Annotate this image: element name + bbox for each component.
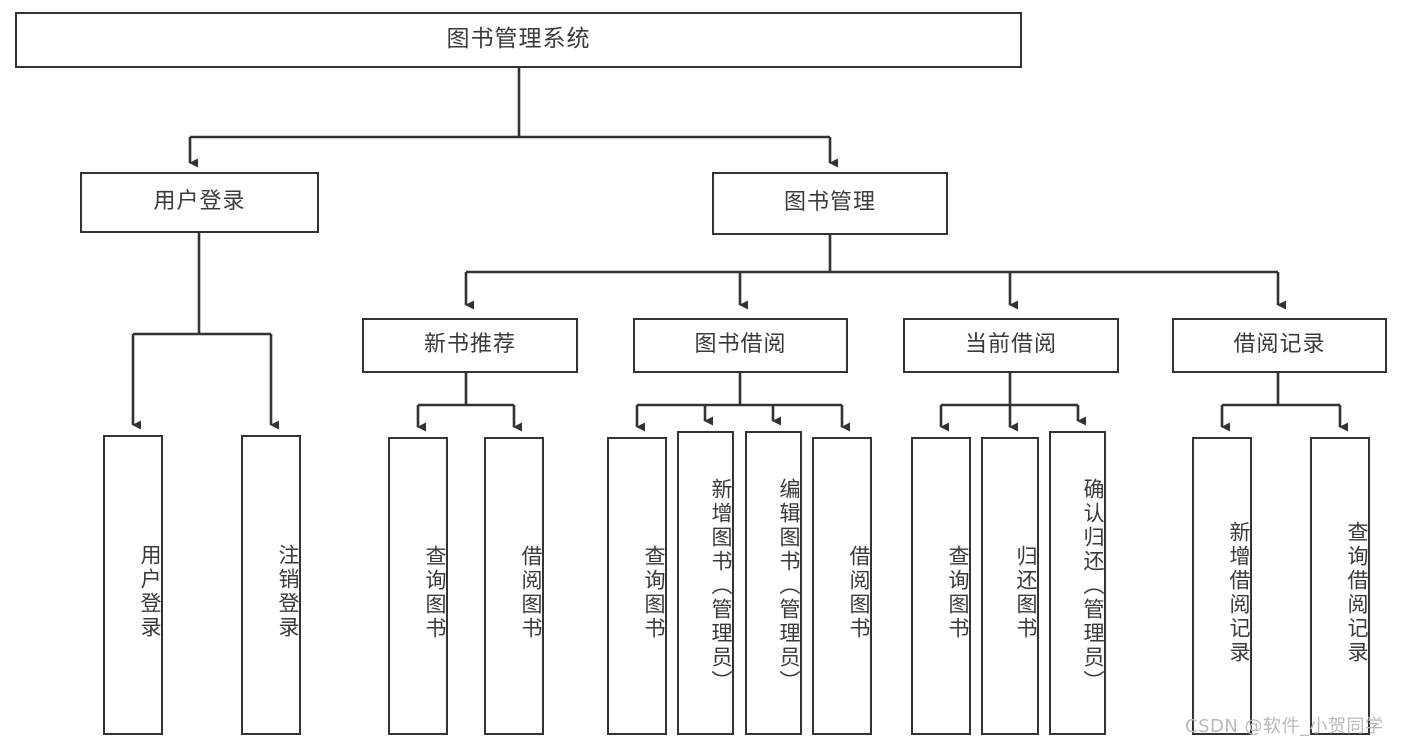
- leaf-current-return-book[interactable]: 归还图书: [981, 437, 1039, 735]
- node-label: 图书管理: [783, 190, 876, 216]
- leaf-borrow-query-book[interactable]: 查询图书: [607, 437, 667, 735]
- leaf-borrow-edit-book-admin[interactable]: 编辑图书（管理员）: [745, 431, 802, 735]
- node-user-login[interactable]: 用户登录: [80, 172, 319, 233]
- leaf-user-login[interactable]: 用户登录: [103, 435, 163, 735]
- node-label: 图书管理系统: [446, 26, 591, 53]
- node-label: 用户登录: [153, 189, 246, 215]
- node-book-borrow[interactable]: 图书借阅: [633, 318, 848, 373]
- node-borrow-records[interactable]: 借阅记录: [1172, 318, 1387, 373]
- leaf-newbooks-borrow-book[interactable]: 借阅图书: [484, 437, 544, 735]
- node-label: 归还图书: [1014, 545, 1038, 641]
- node-book-management[interactable]: 图书管理: [712, 172, 948, 235]
- node-label: 查询借阅记录: [1345, 521, 1369, 665]
- node-label: 编辑图书（管理员）: [777, 478, 801, 694]
- node-label: 借阅记录: [1233, 332, 1326, 358]
- node-root-system[interactable]: 图书管理系统: [15, 12, 1022, 68]
- node-label: 注销登录: [276, 544, 300, 640]
- node-label: 借阅图书: [519, 545, 543, 641]
- node-label: 借阅图书: [847, 545, 871, 641]
- node-label: 查询图书: [423, 545, 447, 641]
- node-label: 确认归还（管理员）: [1081, 478, 1105, 694]
- node-new-book-recommend[interactable]: 新书推荐: [362, 318, 578, 373]
- node-label: 新增借阅记录: [1227, 521, 1251, 665]
- leaf-current-confirm-return-admin[interactable]: 确认归还（管理员）: [1049, 431, 1106, 735]
- node-label: 当前借阅: [964, 332, 1057, 358]
- node-label: 新书推荐: [423, 332, 516, 358]
- watermark: CSDN @软件_小贺同学: [1185, 716, 1384, 737]
- leaf-newbooks-query-book[interactable]: 查询图书: [388, 437, 448, 735]
- leaf-records-query-record[interactable]: 查询借阅记录: [1310, 437, 1370, 735]
- node-label: 用户登录: [138, 544, 162, 640]
- node-label: 新增图书（管理员）: [709, 478, 733, 694]
- node-label: 查询图书: [946, 545, 970, 641]
- node-label: 查询图书: [642, 545, 666, 641]
- leaf-borrow-add-book-admin[interactable]: 新增图书（管理员）: [677, 431, 734, 735]
- node-current-borrow[interactable]: 当前借阅: [903, 318, 1119, 373]
- node-label: 图书借阅: [694, 332, 787, 358]
- leaf-user-logout[interactable]: 注销登录: [241, 435, 301, 735]
- leaf-borrow-borrow-book[interactable]: 借阅图书: [812, 437, 872, 735]
- leaf-records-add-record[interactable]: 新增借阅记录: [1192, 437, 1252, 735]
- leaf-current-query-book[interactable]: 查询图书: [911, 437, 971, 735]
